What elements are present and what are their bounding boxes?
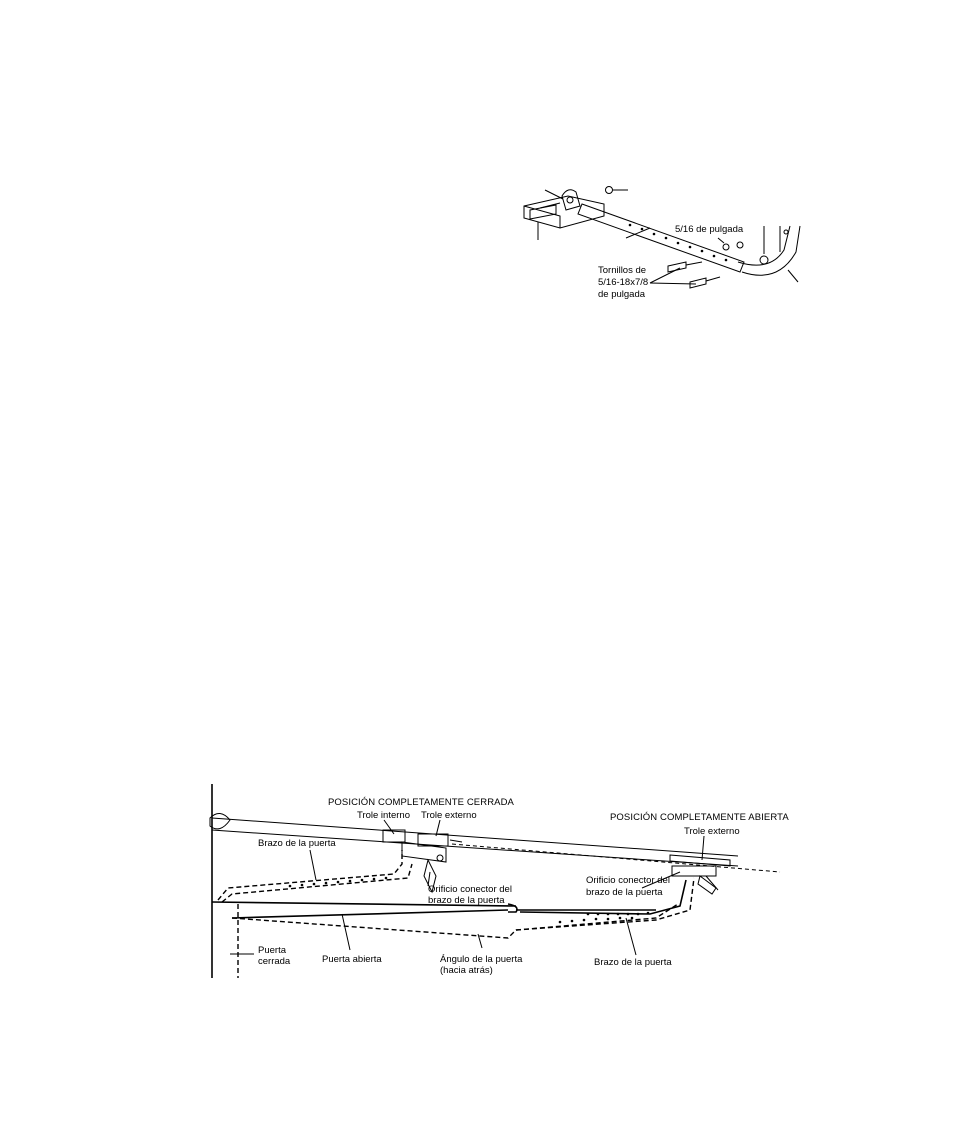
door-positions-figure: POSICIÓN COMPLETAMENTE CERRADA POSICIÓN … [209,784,789,978]
screws-label-line2: 5/16-18x7/8 [598,277,648,288]
closed-door-arm [217,850,403,901]
open-arm-holes [558,911,650,924]
closed-trolley-assembly [382,829,463,894]
door-angle-line [231,903,679,939]
header-bracket [209,813,231,830]
bolt-head [759,255,769,265]
open-position-title: POSICIÓN COMPLETAMENTE ABIERTA [610,812,789,823]
connector-hole-label-right-2: brazo de la puerta [586,887,663,898]
door-arm-label-left: Brazo de la puerta [258,838,336,849]
connector-hole-label-left-1: Orificio conector del [428,884,512,895]
door-arm-bracket-figure: 5/16 de pulgada Tornillos de 5/16-18x7/8… [523,186,801,300]
rail-centerline [451,843,781,873]
straight-arm-holes [628,223,728,262]
door-angle-label-1: Ángulo de la puerta [440,954,523,965]
bracket-pivot [561,189,581,211]
clevis-nut [605,186,613,194]
bolt-size-label: 5/16 de pulgada [675,224,744,235]
inner-trolley-label: Trole interno [357,810,410,821]
leader-lines [230,819,705,956]
door-closed-label-2: cerrada [258,956,291,967]
door-open-label: Puerta abierta [322,954,382,965]
door-closed-label-1: Puerta [258,945,287,956]
open-trolley-body [671,865,717,877]
open-door-arm [519,879,687,915]
open-door-top [211,901,517,907]
curved-door-arm [737,225,801,276]
inner-trolley [382,829,406,843]
bracket-block [523,195,605,229]
rail-bottom [211,829,739,867]
screw-lower [689,276,721,289]
door-angle-label-2: (hacia atrás) [440,965,493,976]
clevis-closed [423,858,437,894]
screw-upper [667,261,703,273]
straight-door-arm [577,203,745,273]
lock-nut-1 [722,243,730,251]
outer-trolley-open [669,854,731,867]
outer-trolley-label-left: Trole externo [421,810,477,821]
screws-label-line3: de pulgada [598,289,646,300]
connector-hole-label-left-2: brazo de la puerta [428,895,505,906]
open-door-bottom [231,909,509,919]
screws-label-line1: Tornillos de [598,265,646,276]
rail-top [211,817,739,857]
lock-nut-2 [736,241,744,249]
closed-arm-holes [288,876,388,888]
connector-hole-label-right-1: Orificio conector del [586,875,670,886]
outer-trolley-label-right: Trole externo [684,826,740,837]
closed-position-title: POSICIÓN COMPLETAMENTE CERRADA [328,797,515,808]
open-trolley-assembly [669,854,731,895]
door-arm-label-right: Brazo de la puerta [594,957,672,968]
